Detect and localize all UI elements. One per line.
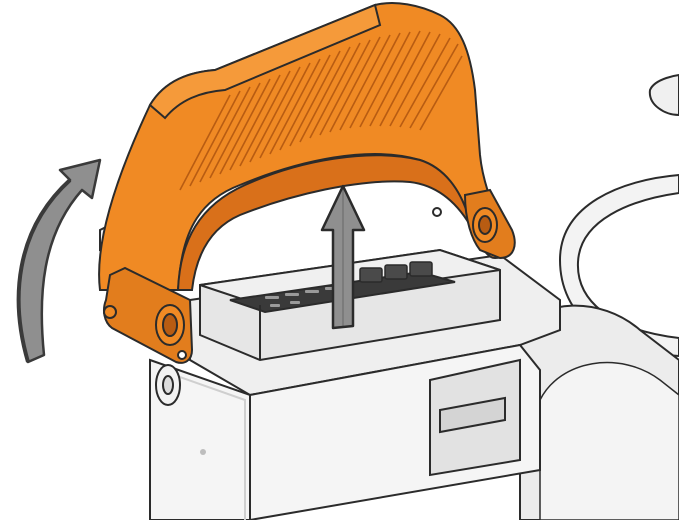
assembly-illustration (0, 0, 679, 520)
illustration-svg (0, 0, 679, 520)
